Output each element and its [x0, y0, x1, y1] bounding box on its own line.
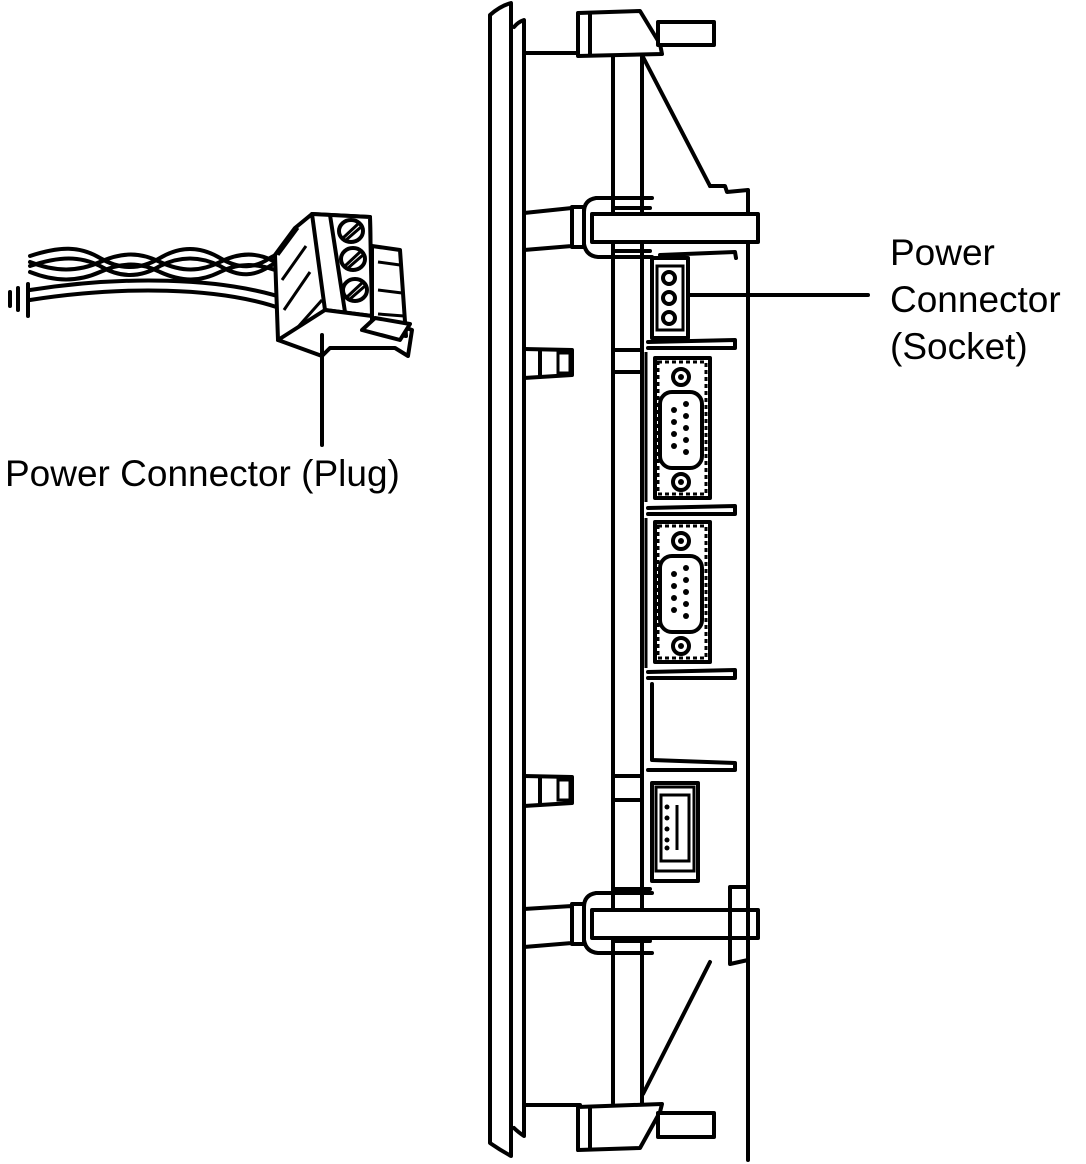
plug-screw-2	[339, 246, 367, 272]
bezel-tab-upper	[522, 347, 574, 380]
plug-label: Power Connector (Plug)	[5, 453, 400, 494]
power-connector-socket	[650, 256, 690, 340]
panel-side-view	[488, 1, 870, 1162]
mounting-clip-top	[522, 196, 760, 260]
plug-screw-1	[337, 218, 365, 244]
twisted-wires	[28, 246, 302, 312]
socket-label: Power Connector (Socket)	[890, 229, 1061, 370]
bezel-tab-lower	[522, 774, 574, 808]
socket-label-line-3: (Socket)	[890, 326, 1028, 367]
rails	[644, 338, 737, 772]
mounting-clip-bottom	[522, 885, 760, 966]
db9-port-2	[653, 520, 712, 664]
ground-symbol-icon	[8, 282, 30, 318]
plug-screw-3	[341, 277, 369, 303]
plug-body	[273, 212, 414, 358]
socket-label-line-1: Power	[890, 232, 995, 273]
usb-port	[650, 781, 700, 883]
bottom-clamp	[576, 960, 716, 1152]
db9-port-1	[653, 356, 712, 500]
power-plug-assembly	[8, 212, 414, 447]
top-clamp	[576, 9, 750, 1162]
socket-label-line-2: Connector	[890, 279, 1061, 320]
